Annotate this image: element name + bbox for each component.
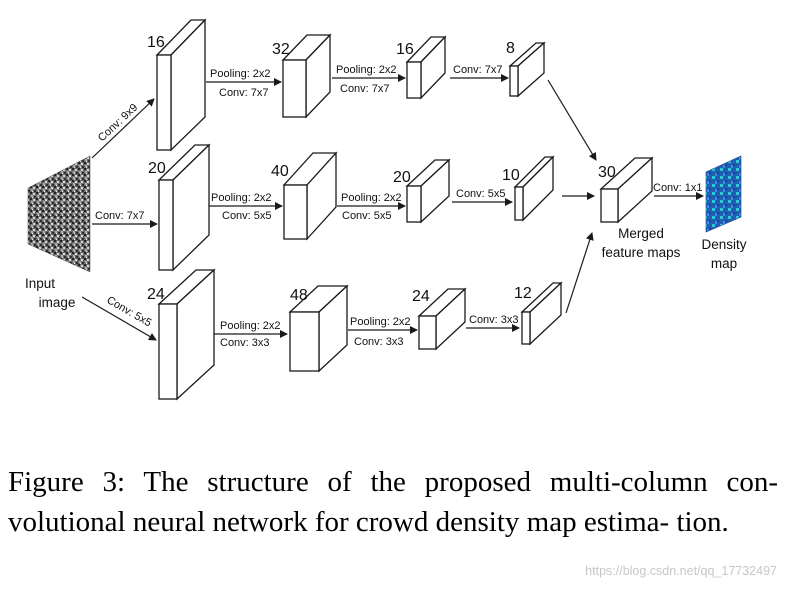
col3-block-1-count: 24	[147, 286, 165, 303]
col1-block-3-count: 16	[396, 41, 414, 58]
col1-op-2-line2: Conv: 7x7	[340, 83, 390, 95]
col2-op-3: Conv: 5x5	[456, 188, 506, 200]
col1-block-2-count: 32	[272, 41, 290, 58]
merged-label-line2: feature maps	[602, 245, 681, 260]
col2-block-2-count: 40	[271, 163, 289, 180]
input-image	[27, 155, 91, 273]
col1-op-1-line1: Pooling: 2x2	[210, 68, 271, 80]
col1-block-2	[281, 33, 332, 119]
caption-line-3: tion.	[676, 506, 729, 538]
mcnn-architecture-diagram: Input image Conv: 9x9 Conv: 7x7 Conv: 5x…	[25, 18, 747, 401]
arrow-input-to-col1	[91, 98, 155, 159]
col1-op-1-line2: Conv: 7x7	[219, 87, 269, 99]
merged-block	[599, 156, 654, 224]
watermark-url: https://blog.csdn.net/qq_17732497	[585, 564, 777, 578]
col2-entry-op: Conv: 7x7	[95, 210, 145, 222]
density-label-line2: map	[711, 256, 737, 271]
col2-block-3	[405, 158, 451, 224]
density-label-line1: Density	[701, 237, 746, 252]
input-label-line2: image	[39, 295, 76, 310]
col1-block-1	[155, 18, 207, 152]
merged-count: 30	[598, 164, 616, 181]
col2-block-1	[157, 143, 211, 272]
col2-op-2-line2: Conv: 5x5	[342, 210, 392, 222]
col3-op-1-line2: Conv: 3x3	[220, 337, 270, 349]
density-map-image	[705, 155, 742, 233]
caption-line-1: Figure 3: The structure of the proposed …	[8, 466, 778, 498]
col2-op-1-line2: Conv: 5x5	[222, 210, 272, 222]
col2-op-2-line1: Pooling: 2x2	[341, 192, 402, 204]
col1-block-1-count: 16	[147, 34, 165, 51]
col3-block-2-count: 48	[290, 287, 308, 304]
col2-block-1-count: 20	[148, 160, 166, 177]
col3-op-3: Conv: 3x3	[469, 314, 519, 326]
col3-block-1	[157, 268, 216, 401]
col3-op-2-line1: Pooling: 2x2	[350, 316, 411, 328]
caption-line-2: volutional neural network for crowd dens…	[8, 506, 670, 538]
figure-caption: Figure 3: The structure of the proposed …	[8, 462, 778, 542]
col3-op-1-line1: Pooling: 2x2	[220, 320, 281, 332]
col2-block-3-count: 20	[393, 169, 411, 186]
final-op: Conv: 1x1	[653, 182, 703, 194]
arrow-input-to-col3	[81, 296, 157, 341]
col3-block-4	[520, 281, 563, 346]
col2-op-1-line1: Pooling: 2x2	[211, 192, 272, 204]
col1-op-2-line1: Pooling: 2x2	[336, 64, 397, 76]
col3-to-merged-arrow	[565, 232, 594, 314]
col3-block-3	[417, 287, 467, 351]
input-label-line1: Input	[25, 276, 55, 291]
merged-label-line1: Merged	[618, 226, 664, 241]
col3-block-4-count: 12	[514, 285, 532, 302]
col1-to-merged-arrow	[547, 79, 597, 161]
col1-block-3	[405, 35, 447, 100]
col1-op-3: Conv: 7x7	[453, 64, 503, 76]
col3-block-3-count: 24	[412, 288, 430, 305]
col1-block-4	[508, 41, 546, 98]
col2-block-4-count: 10	[502, 167, 520, 184]
col3-block-2	[288, 284, 349, 373]
col2-block-4	[513, 155, 555, 222]
col1-entry-op: Conv: 9x9	[96, 102, 140, 145]
col1-block-4-count: 8	[506, 40, 515, 57]
col3-op-2-line2: Conv: 3x3	[354, 336, 404, 348]
col2-block-2	[282, 151, 338, 241]
